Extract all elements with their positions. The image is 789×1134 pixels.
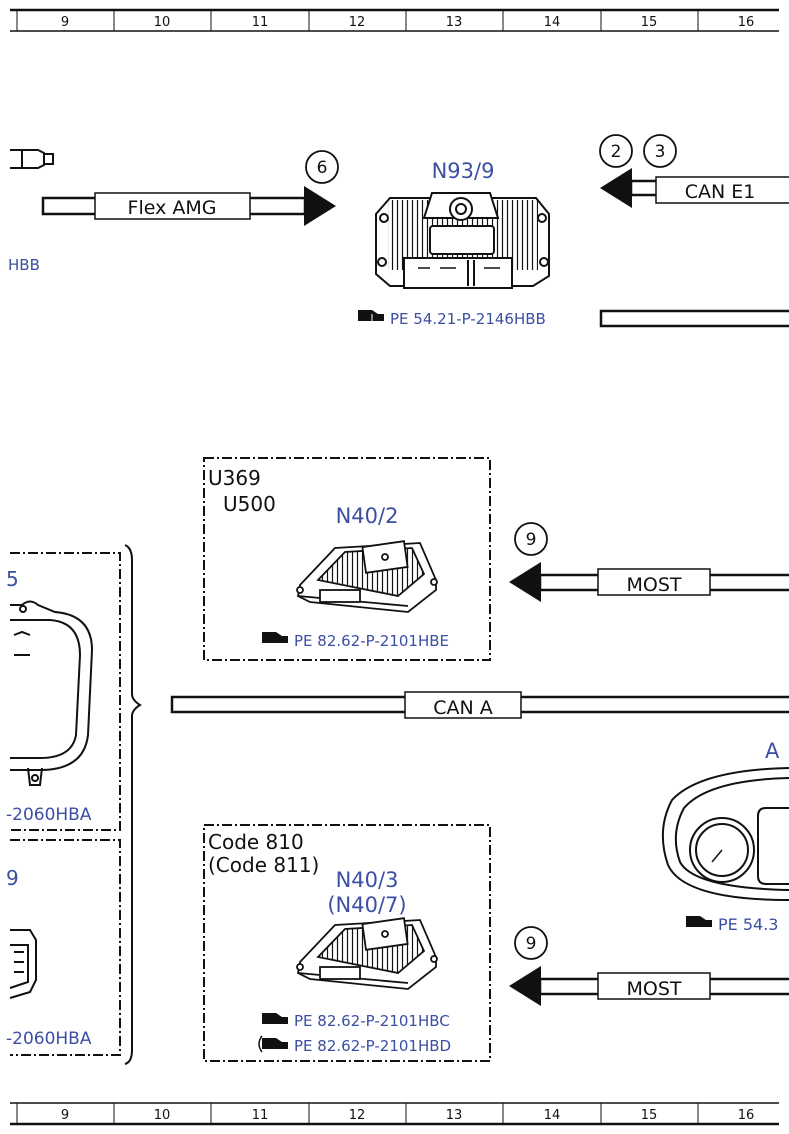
n93-9-ref: PE 54.21-P-2146HBB [390, 310, 546, 328]
left-group-box-top [10, 552, 121, 831]
left-mid-partial-name: 5 [6, 567, 19, 591]
marker-6: 6 [305, 150, 339, 184]
code-u500: U500 [223, 492, 276, 516]
right-partial-ref: PE 54.3 [718, 915, 778, 934]
left-bottom-partial-ref: -2060HBA [6, 1029, 92, 1049]
can-e1-label: CAN E1 [685, 181, 756, 203]
top-grid-ruler: 9 10 11 12 13 14 15 16 [10, 8, 779, 32]
marker-2: 2 [599, 134, 633, 168]
n40-3-label: N40/3 [336, 868, 399, 892]
grid-col-11: 11 [252, 15, 269, 30]
grid-col-14-bottom: 14 [544, 1108, 561, 1123]
n40-2-amplifier-icon [296, 540, 438, 613]
can-e1-bus: CAN E1 [600, 168, 789, 208]
can-a-bus: CAN A [170, 691, 789, 719]
grid-col-9: 9 [61, 15, 69, 30]
grid-col-12-bottom: 12 [349, 1108, 366, 1123]
left-bottom-partial-name: 9 [6, 866, 19, 890]
svg-text:9: 9 [526, 530, 537, 550]
manual-ref-icon [258, 1035, 288, 1053]
svg-text:2: 2 [611, 142, 622, 162]
can-a-label-box [404, 691, 522, 719]
most-bottom-bus: MOST [509, 966, 789, 1006]
most-top-bus: MOST [509, 562, 789, 602]
marker-9-top: 9 [514, 522, 548, 556]
left-group-box-bottom [10, 839, 121, 1056]
instrument-cluster-icon [661, 767, 789, 901]
n40-3-ref-1: PE 82.62-P-2101HBC [294, 1012, 450, 1030]
n40-3-ref-2: PE 82.62-P-2101HBD [294, 1037, 451, 1055]
grid-col-10: 10 [154, 15, 171, 30]
grid-col-11-bottom: 11 [252, 1108, 269, 1123]
left-mid-partial-ref: -2060HBA [6, 805, 92, 825]
most-top-label-box [597, 568, 711, 596]
n93-9-label: N93/9 [432, 159, 495, 183]
right-partial-name: A [765, 739, 780, 763]
grid-col-13: 13 [446, 15, 463, 30]
can-a-label: CAN A [433, 697, 493, 719]
grid-col-10-bottom: 10 [154, 1108, 171, 1123]
grid-col-14: 14 [544, 15, 561, 30]
flex-amg-bus: Flex AMG [41, 186, 336, 226]
svg-text:6: 6 [317, 158, 328, 178]
manual-ref-icon [262, 632, 288, 643]
media-unit-icon [9, 929, 37, 999]
connector-plug-icon [10, 149, 54, 169]
most-bottom-label-box [597, 972, 711, 1000]
right-line-stub [599, 309, 789, 328]
grid-col-13-bottom: 13 [446, 1108, 463, 1123]
can-e1-label-box [655, 176, 789, 204]
bottom-grid-ruler: 9 10 11 12 13 14 15 16 [10, 1102, 779, 1126]
n40-3-group-box [203, 824, 491, 1062]
n40-2-label: N40/2 [336, 504, 399, 528]
most-bottom-label: MOST [626, 978, 681, 1000]
n40-3-amplifier-icon [296, 917, 438, 990]
grid-col-16: 16 [738, 15, 755, 30]
n40-2-ref: PE 82.62-P-2101HBE [294, 632, 449, 650]
svg-text:9: 9 [526, 934, 537, 954]
display-unit-icon [10, 600, 94, 786]
n93-9-module-icon [375, 192, 550, 289]
left-group-brace [124, 544, 142, 1065]
code-u369: U369 [208, 466, 261, 490]
n40-2-group-box [203, 457, 491, 661]
flex-amg-label: Flex AMG [128, 197, 217, 219]
marker-9-bottom: 9 [514, 926, 548, 960]
code-810: Code 810 [208, 830, 304, 854]
left-partial-ref-hbb: HBB [8, 256, 40, 274]
marker-3: 3 [643, 134, 677, 168]
most-top-label: MOST [626, 574, 681, 596]
manual-ref-icon [686, 916, 712, 927]
grid-col-15-bottom: 15 [641, 1108, 658, 1123]
grid-col-12: 12 [349, 15, 366, 30]
grid-col-15: 15 [641, 15, 658, 30]
manual-ref-icon [262, 1013, 288, 1024]
code-811: (Code 811) [208, 853, 319, 877]
manual-ref-icon [358, 310, 384, 321]
n40-7-label: (N40/7) [327, 893, 406, 917]
svg-text:3: 3 [655, 142, 666, 162]
flex-amg-label-box [94, 192, 251, 220]
grid-col-16-bottom: 16 [738, 1108, 755, 1123]
grid-col-9-bottom: 9 [61, 1108, 69, 1123]
